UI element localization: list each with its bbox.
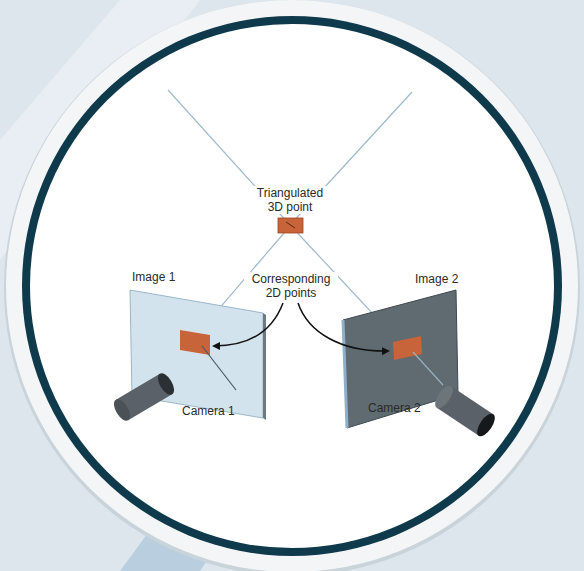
camera: Camera 1 — [110, 370, 180, 420]
camera-shape — [430, 385, 500, 440]
node-label: Camera 1 — [182, 404, 235, 418]
node-label: Camera 2 — [368, 401, 421, 415]
node-label: Image 1 — [132, 270, 175, 284]
camera-shape — [110, 370, 180, 420]
callout-label: Corresponding 2D points — [244, 272, 338, 300]
node-label: Image 2 — [415, 272, 458, 286]
node-label: Triangulated 3D point — [248, 186, 332, 214]
triangulated-point: Triangulated 3D point — [278, 218, 303, 233]
triangulated-point-shape — [278, 218, 303, 233]
camera: Camera 2 — [430, 385, 500, 440]
